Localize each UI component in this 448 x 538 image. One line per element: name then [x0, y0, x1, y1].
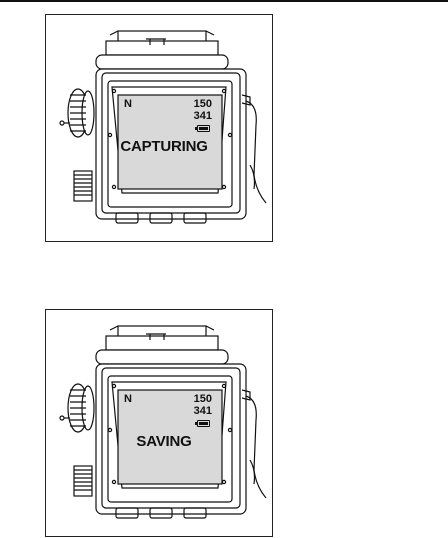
lcd-remaining-count: 341 — [194, 406, 212, 417]
battery-icon — [197, 125, 210, 132]
lcd-mode-label: N — [124, 99, 132, 110]
lcd-status-text: CAPTURING — [119, 139, 209, 154]
top-rule — [0, 0, 448, 2]
figure-capturing: N 150 341 CAPTURING — [45, 14, 273, 242]
lcd-shots-count: 150 — [194, 99, 212, 110]
lcd-status-text: SAVING — [119, 434, 209, 449]
battery-icon — [197, 420, 210, 427]
lcd-remaining-count: 341 — [194, 111, 212, 122]
camera-back-illustration — [46, 310, 274, 538]
camera-back-illustration — [46, 15, 274, 243]
lcd-mode-label: N — [124, 394, 132, 405]
figure-saving: N 150 341 SAVING — [45, 309, 273, 537]
lcd-shots-count: 150 — [194, 394, 212, 405]
